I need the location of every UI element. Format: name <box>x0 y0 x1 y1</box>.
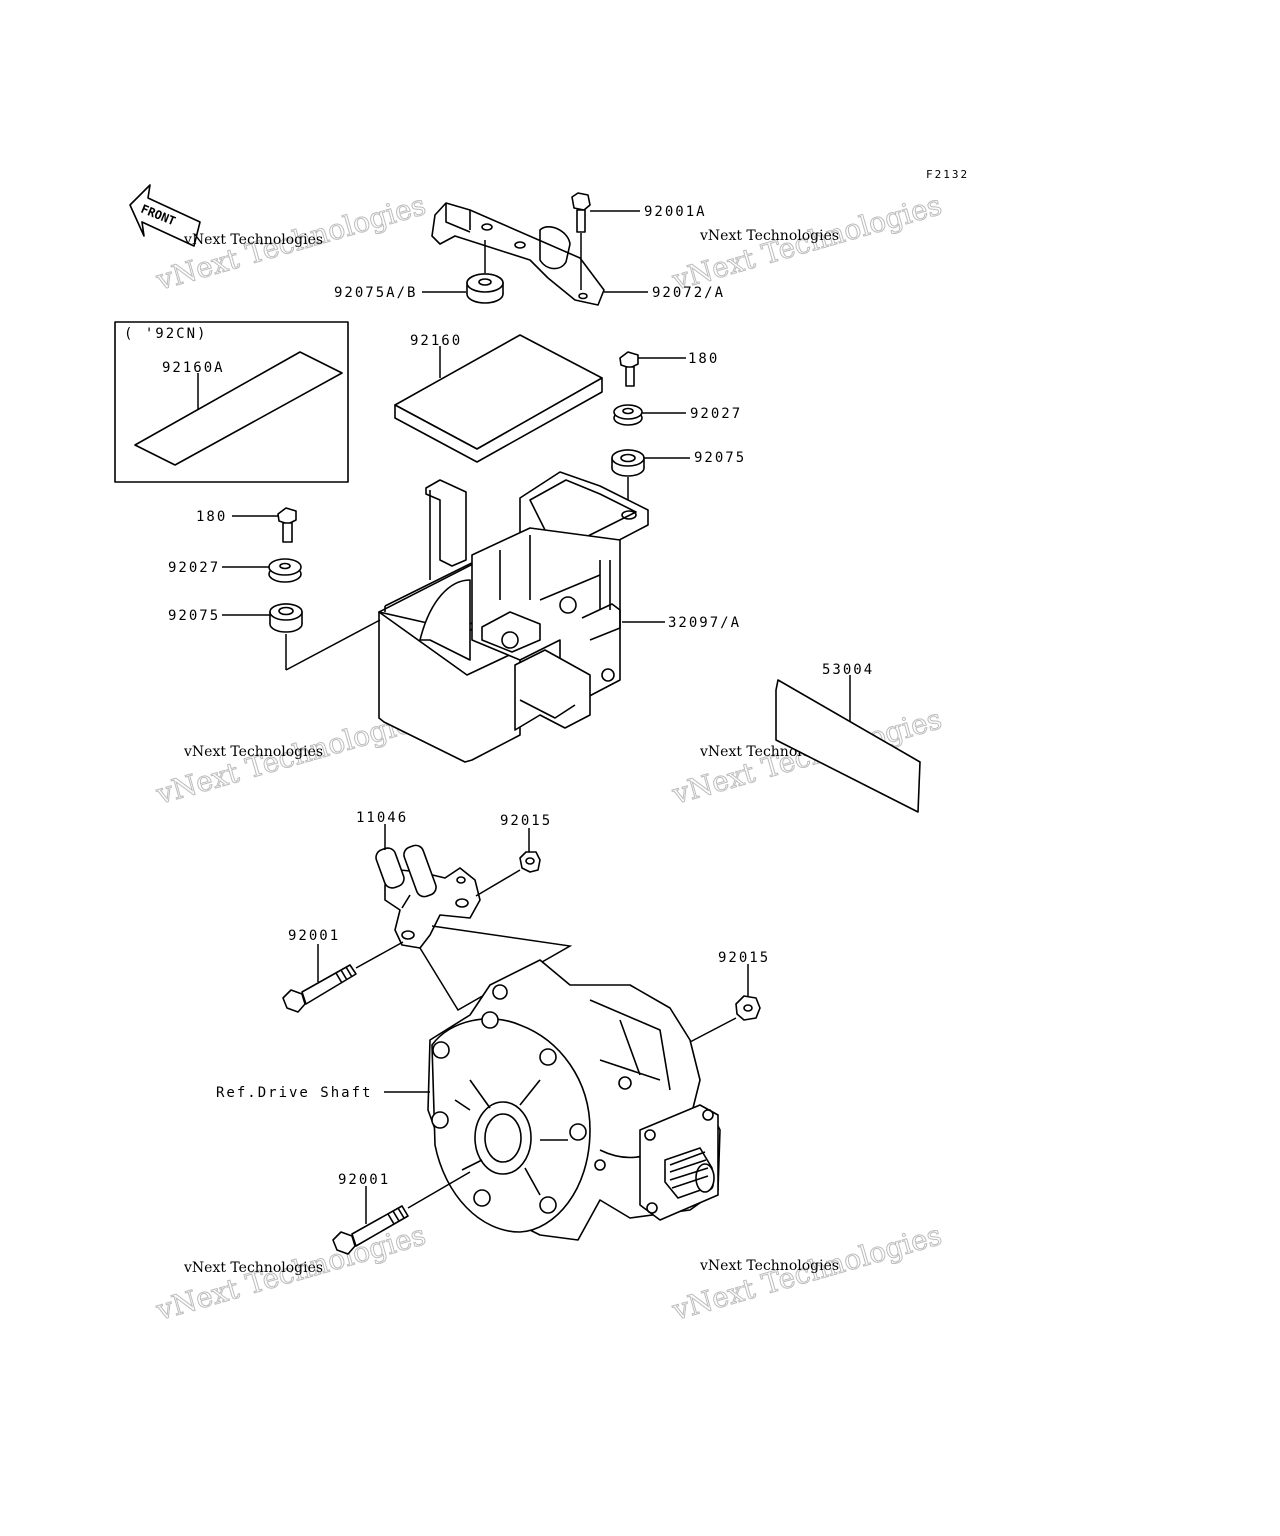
label-11046: 11046 <box>356 810 408 826</box>
bolt-92001a <box>571 192 591 233</box>
nut-92015-right <box>735 995 761 1021</box>
svg-text:vNext Technologies: vNext Technologies <box>183 1260 323 1276</box>
grommet-92075ab <box>466 273 504 304</box>
nut-92015-top <box>519 851 541 873</box>
label-53004: 53004 <box>822 662 874 678</box>
label-92027-left: 92027 <box>168 560 220 576</box>
washer-92027-right <box>613 404 643 426</box>
pad-92160a <box>134 351 343 466</box>
watermark-bottom-right: vNext Technologies vNext Technologies <box>667 1218 945 1328</box>
grommet-92075-right <box>611 449 645 477</box>
bolt-92001-upper <box>282 964 357 1013</box>
label-180-right: 180 <box>688 351 719 367</box>
inset-label: ( '92CN) <box>124 326 207 342</box>
label-92001a: 92001A <box>644 204 707 220</box>
label-plate-53004 <box>775 679 921 813</box>
bracket-11046 <box>375 844 481 949</box>
label-92075-left: 92075 <box>168 608 220 624</box>
watermark-top-left: vNext Technologies vNext Technologies <box>151 188 429 298</box>
label-92160: 92160 <box>410 333 462 349</box>
bolt-180-right <box>619 351 639 387</box>
label-92072a: 92072/A <box>652 285 725 301</box>
label-92027-right: 92027 <box>690 406 742 422</box>
battery-case-32097a <box>378 471 649 763</box>
label-ref-drive-shaft: Ref.Drive Shaft <box>216 1085 372 1101</box>
figure-code: F2132 <box>926 168 969 181</box>
drive-housing <box>427 959 721 1241</box>
svg-text:vNext Technologies: vNext Technologies <box>183 232 323 248</box>
watermark-bottom-left: vNext Technologies vNext Technologies <box>151 1218 429 1328</box>
washer-92027-left <box>268 558 302 583</box>
bolt-92001-lower <box>332 1205 409 1255</box>
label-32097a: 32097/A <box>668 615 741 631</box>
label-92075-right: 92075 <box>694 450 746 466</box>
bolt-180-left <box>277 507 297 543</box>
grommet-92075-left <box>269 603 303 633</box>
label-92015-top: 92015 <box>500 813 552 829</box>
watermark-top-right: vNext Technologies vNext Technologies <box>667 188 945 298</box>
pad-92160 <box>394 334 603 463</box>
svg-text:vNext Technologies: vNext Technologies <box>699 1258 839 1274</box>
label-92001-lower: 92001 <box>338 1172 390 1188</box>
label-92001-upper: 92001 <box>288 928 340 944</box>
label-92015-right: 92015 <box>718 950 770 966</box>
label-180-left: 180 <box>196 509 227 525</box>
inset-box-92cn <box>114 321 349 483</box>
label-92160a: 92160A <box>162 360 225 376</box>
svg-text:vNext Technologies: vNext Technologies <box>183 744 323 760</box>
label-92075ab: 92075A/B <box>334 285 417 301</box>
battery-holder-bracket <box>431 202 605 306</box>
svg-text:vNext Technologies: vNext Technologies <box>699 228 839 244</box>
